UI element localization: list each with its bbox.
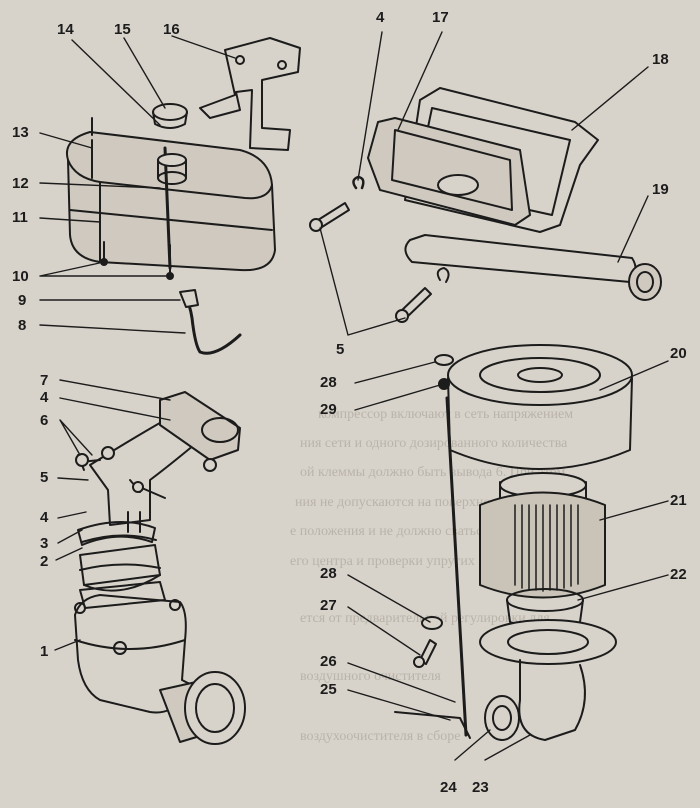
callout-label: 19 bbox=[652, 181, 669, 198]
callout-label: 26 bbox=[320, 653, 337, 670]
flange-top bbox=[159, 391, 241, 461]
callout-label: 20 bbox=[670, 345, 687, 362]
callout-label: 23 bbox=[472, 779, 489, 796]
filter-element bbox=[479, 472, 606, 599]
bolt bbox=[395, 287, 432, 323]
callout-label: 4 bbox=[40, 389, 49, 406]
gasket bbox=[77, 520, 156, 546]
bolt bbox=[413, 639, 437, 668]
air-cleaner-housing bbox=[447, 344, 633, 470]
callout-label: 22 bbox=[670, 566, 687, 583]
tank-cap bbox=[152, 103, 188, 129]
cover-plate bbox=[367, 117, 531, 226]
washer bbox=[438, 378, 450, 390]
callout-label: 29 bbox=[320, 401, 337, 418]
callout-label: 24 bbox=[440, 779, 457, 796]
callout-label: 7 bbox=[40, 372, 49, 389]
bracket bbox=[199, 37, 301, 151]
callout-label: 21 bbox=[670, 492, 687, 509]
base-plate bbox=[479, 619, 617, 665]
callout-label: 17 bbox=[432, 9, 449, 26]
callout-label: 16 bbox=[163, 21, 180, 38]
leader-lines bbox=[39, 31, 669, 761]
callout-label: 4 bbox=[40, 509, 49, 526]
outlet-pipe bbox=[159, 671, 246, 745]
bolt bbox=[309, 202, 350, 232]
washer bbox=[436, 267, 450, 283]
bleed-through-line: его центра и проверки упругих элементов bbox=[290, 554, 540, 569]
callout-label: 10 bbox=[12, 268, 29, 285]
callout-label: 4 bbox=[376, 9, 385, 26]
callout-label: 15 bbox=[114, 21, 131, 38]
gasket bbox=[79, 563, 161, 571]
callout-label: 11 bbox=[12, 209, 28, 226]
hose bbox=[404, 234, 662, 301]
callout-label: 5 bbox=[336, 341, 345, 358]
rod bbox=[394, 396, 471, 739]
filler-neck bbox=[157, 153, 187, 185]
callout-label: 6 bbox=[40, 412, 49, 429]
callout-label: 25 bbox=[320, 681, 337, 698]
callout-label: 28 bbox=[320, 374, 337, 391]
callout-label: 5 bbox=[40, 469, 49, 486]
callout-label: 1 bbox=[40, 643, 49, 660]
callout-label: 9 bbox=[18, 292, 27, 309]
callout-label: 18 bbox=[652, 51, 669, 68]
nut bbox=[434, 354, 454, 366]
callout-label: 8 bbox=[18, 317, 27, 334]
studs bbox=[75, 446, 217, 533]
bleed-through-line: ой клеммы должно быть вывода 6. При этом bbox=[300, 465, 566, 480]
bleed-through-line: ния сети и одного дозированного количест… bbox=[300, 436, 568, 451]
callout-label: 13 bbox=[12, 124, 29, 141]
bleed-through-line: воздушного очистителя bbox=[300, 669, 441, 684]
callout-label: 27 bbox=[320, 597, 337, 614]
bleed-through-line: компрессор включают в сеть напряжением bbox=[318, 407, 574, 422]
callout-label: 14 bbox=[57, 21, 74, 38]
callout-label: 2 bbox=[40, 553, 49, 570]
callout-label: 12 bbox=[12, 175, 29, 192]
callout-label: 28 bbox=[320, 565, 337, 582]
elbow-pipe bbox=[484, 659, 586, 741]
callout-label: 3 bbox=[40, 535, 49, 552]
bleed-through-line: воздухоочистителя в сборе bbox=[300, 729, 461, 744]
